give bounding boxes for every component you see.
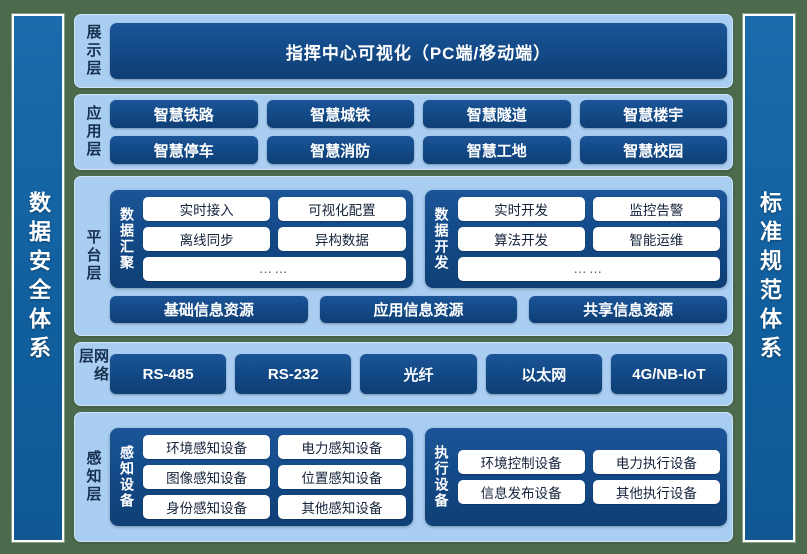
development-row-3: …… [457,256,720,281]
sensing-row-3: 身份感知设备 其他感知设备 [143,495,406,519]
presentation-command-center-block: 指挥中心可视化（PC端/移动端） [110,23,727,79]
platform-group-data-development: 数据开发 实时开发 监控告警 算法开发 智能运维 …… [424,189,727,288]
development-algorithm-dev: 算法开发 [457,226,585,251]
resource-shared-info: 共享信息资源 [529,295,728,323]
actuator-info-release-device: 信息发布设备 [457,480,585,504]
app-item-smart-building: 智慧楼宇 [579,100,727,128]
platform-group-2-title: 数据开发 [433,206,450,271]
network-item-rs232: RS-232 [235,354,352,394]
sensing-environment-device: 环境感知设备 [143,435,271,459]
network-items-row: RS-485 RS-232 光纤 以太网 4G/NB-IoT [110,354,728,394]
pillar-data-security: 数据安全体系 [12,14,64,542]
development-row-2: 算法开发 智能运维 [457,226,720,251]
resource-basic-info: 基础信息资源 [110,295,308,323]
application-row-1: 智慧铁路 智慧城铁 智慧隧道 智慧楼宇 [110,100,727,128]
sensing-location-device: 位置感知设备 [278,465,406,489]
perception-group-2-title: 执行设备 [433,445,450,509]
sensing-row-1: 环境感知设备 电力感知设备 [143,435,406,459]
app-item-smart-urban-rail: 智慧城铁 [266,100,414,128]
pillar-standards-system: 标准规范体系 [743,14,795,542]
actuator-environment-control-device: 环境控制设备 [457,450,585,474]
development-intelligent-ops: 智能运维 [592,226,720,251]
development-realtime-dev: 实时开发 [457,196,585,221]
app-item-smart-firefighting: 智慧消防 [266,136,414,164]
actuator-row-1: 环境控制设备 电力执行设备 [457,450,720,474]
aggregation-row-3: …… [143,256,406,281]
layer-network: 网络层 RS-485 RS-232 光纤 以太网 4G/NB-IoT [74,342,733,406]
app-item-smart-campus: 智慧校园 [579,136,727,164]
app-item-smart-parking: 智慧停车 [110,136,258,164]
network-item-4g-nbiot: 4G/NB-IoT [610,354,728,394]
app-item-smart-tunnel: 智慧隧道 [423,100,571,128]
network-item-ethernet: 以太网 [485,354,602,394]
actuator-other-execution-device: 其他执行设备 [592,480,720,504]
platform-groups: 数据汇聚 实时接入 可视化配置 离线同步 异构数据 …… [110,189,727,288]
layer-platform: 平台层 数据汇聚 实时接入 可视化配置 离线同步 异 [74,176,733,336]
actuator-power-execution-device: 电力执行设备 [592,450,720,474]
platform-group-data-aggregation: 数据汇聚 实时接入 可视化配置 离线同步 异构数据 …… [110,189,413,288]
app-item-smart-railway: 智慧铁路 [110,100,258,128]
sensing-other-device: 其他感知设备 [278,495,406,519]
pillar-left-label: 数据安全体系 [26,191,51,365]
perception-group-sensing-devices: 感知设备 环境感知设备 电力感知设备 图像感知设备 位置感知设备 [110,428,413,526]
layer-perception: 感知层 感知设备 环境感知设备 电力感知设备 图像感知设备 [74,412,733,542]
network-item-fiber: 光纤 [360,354,477,394]
layer-stack: 展示层 指挥中心可视化（PC端/移动端） 应用层 智慧铁路 智慧城铁 智慧隧道 … [74,14,733,542]
resource-application-info: 应用信息资源 [319,295,518,323]
layer-perception-label: 感知层 [84,450,102,504]
development-monitoring-alarm: 监控告警 [592,196,720,221]
layer-presentation: 展示层 指挥中心可视化（PC端/移动端） [74,14,733,88]
sensing-identity-device: 身份感知设备 [143,495,271,519]
application-row-2: 智慧停车 智慧消防 智慧工地 智慧校园 [110,136,727,164]
aggregation-offline-sync: 离线同步 [143,226,271,251]
aggregation-visual-config: 可视化配置 [278,196,406,221]
sensing-power-device: 电力感知设备 [278,435,406,459]
perception-group-1-title: 感知设备 [119,445,135,509]
app-item-smart-construction-site: 智慧工地 [423,136,571,164]
layer-presentation-label: 展示层 [84,24,102,78]
development-row-1: 实时开发 监控告警 [457,196,720,221]
platform-resource-row: 基础信息资源 应用信息资源 共享信息资源 [110,295,728,323]
aggregation-heterogeneous-data: 异构数据 [278,226,406,251]
sensing-row-2: 图像感知设备 位置感知设备 [143,465,406,489]
actuator-row-2: 信息发布设备 其他执行设备 [457,480,720,504]
perception-group-actuator-devices: 执行设备 环境控制设备 电力执行设备 信息发布设备 其他执行设备 [424,428,727,526]
perception-groups: 感知设备 环境感知设备 电力感知设备 图像感知设备 位置感知设备 [110,428,727,526]
pillar-right-label: 标准规范体系 [757,191,782,365]
development-ellipsis: …… [457,256,720,281]
layer-application: 应用层 智慧铁路 智慧城铁 智慧隧道 智慧楼宇 智慧停车 智慧消防 智慧工地 智… [74,94,733,170]
platform-group-1-title: 数据汇聚 [119,206,135,271]
aggregation-row-2: 离线同步 异构数据 [143,226,406,251]
aggregation-ellipsis: …… [143,256,406,281]
sensing-image-device: 图像感知设备 [143,465,271,489]
layer-application-label: 应用层 [84,105,102,159]
aggregation-row-1: 实时接入 可视化配置 [143,196,406,221]
aggregation-realtime-ingest: 实时接入 [143,196,271,221]
network-item-rs485: RS-485 [110,354,227,394]
layer-network-label: 网络层 [77,348,109,384]
layer-platform-label: 平台层 [84,229,102,283]
